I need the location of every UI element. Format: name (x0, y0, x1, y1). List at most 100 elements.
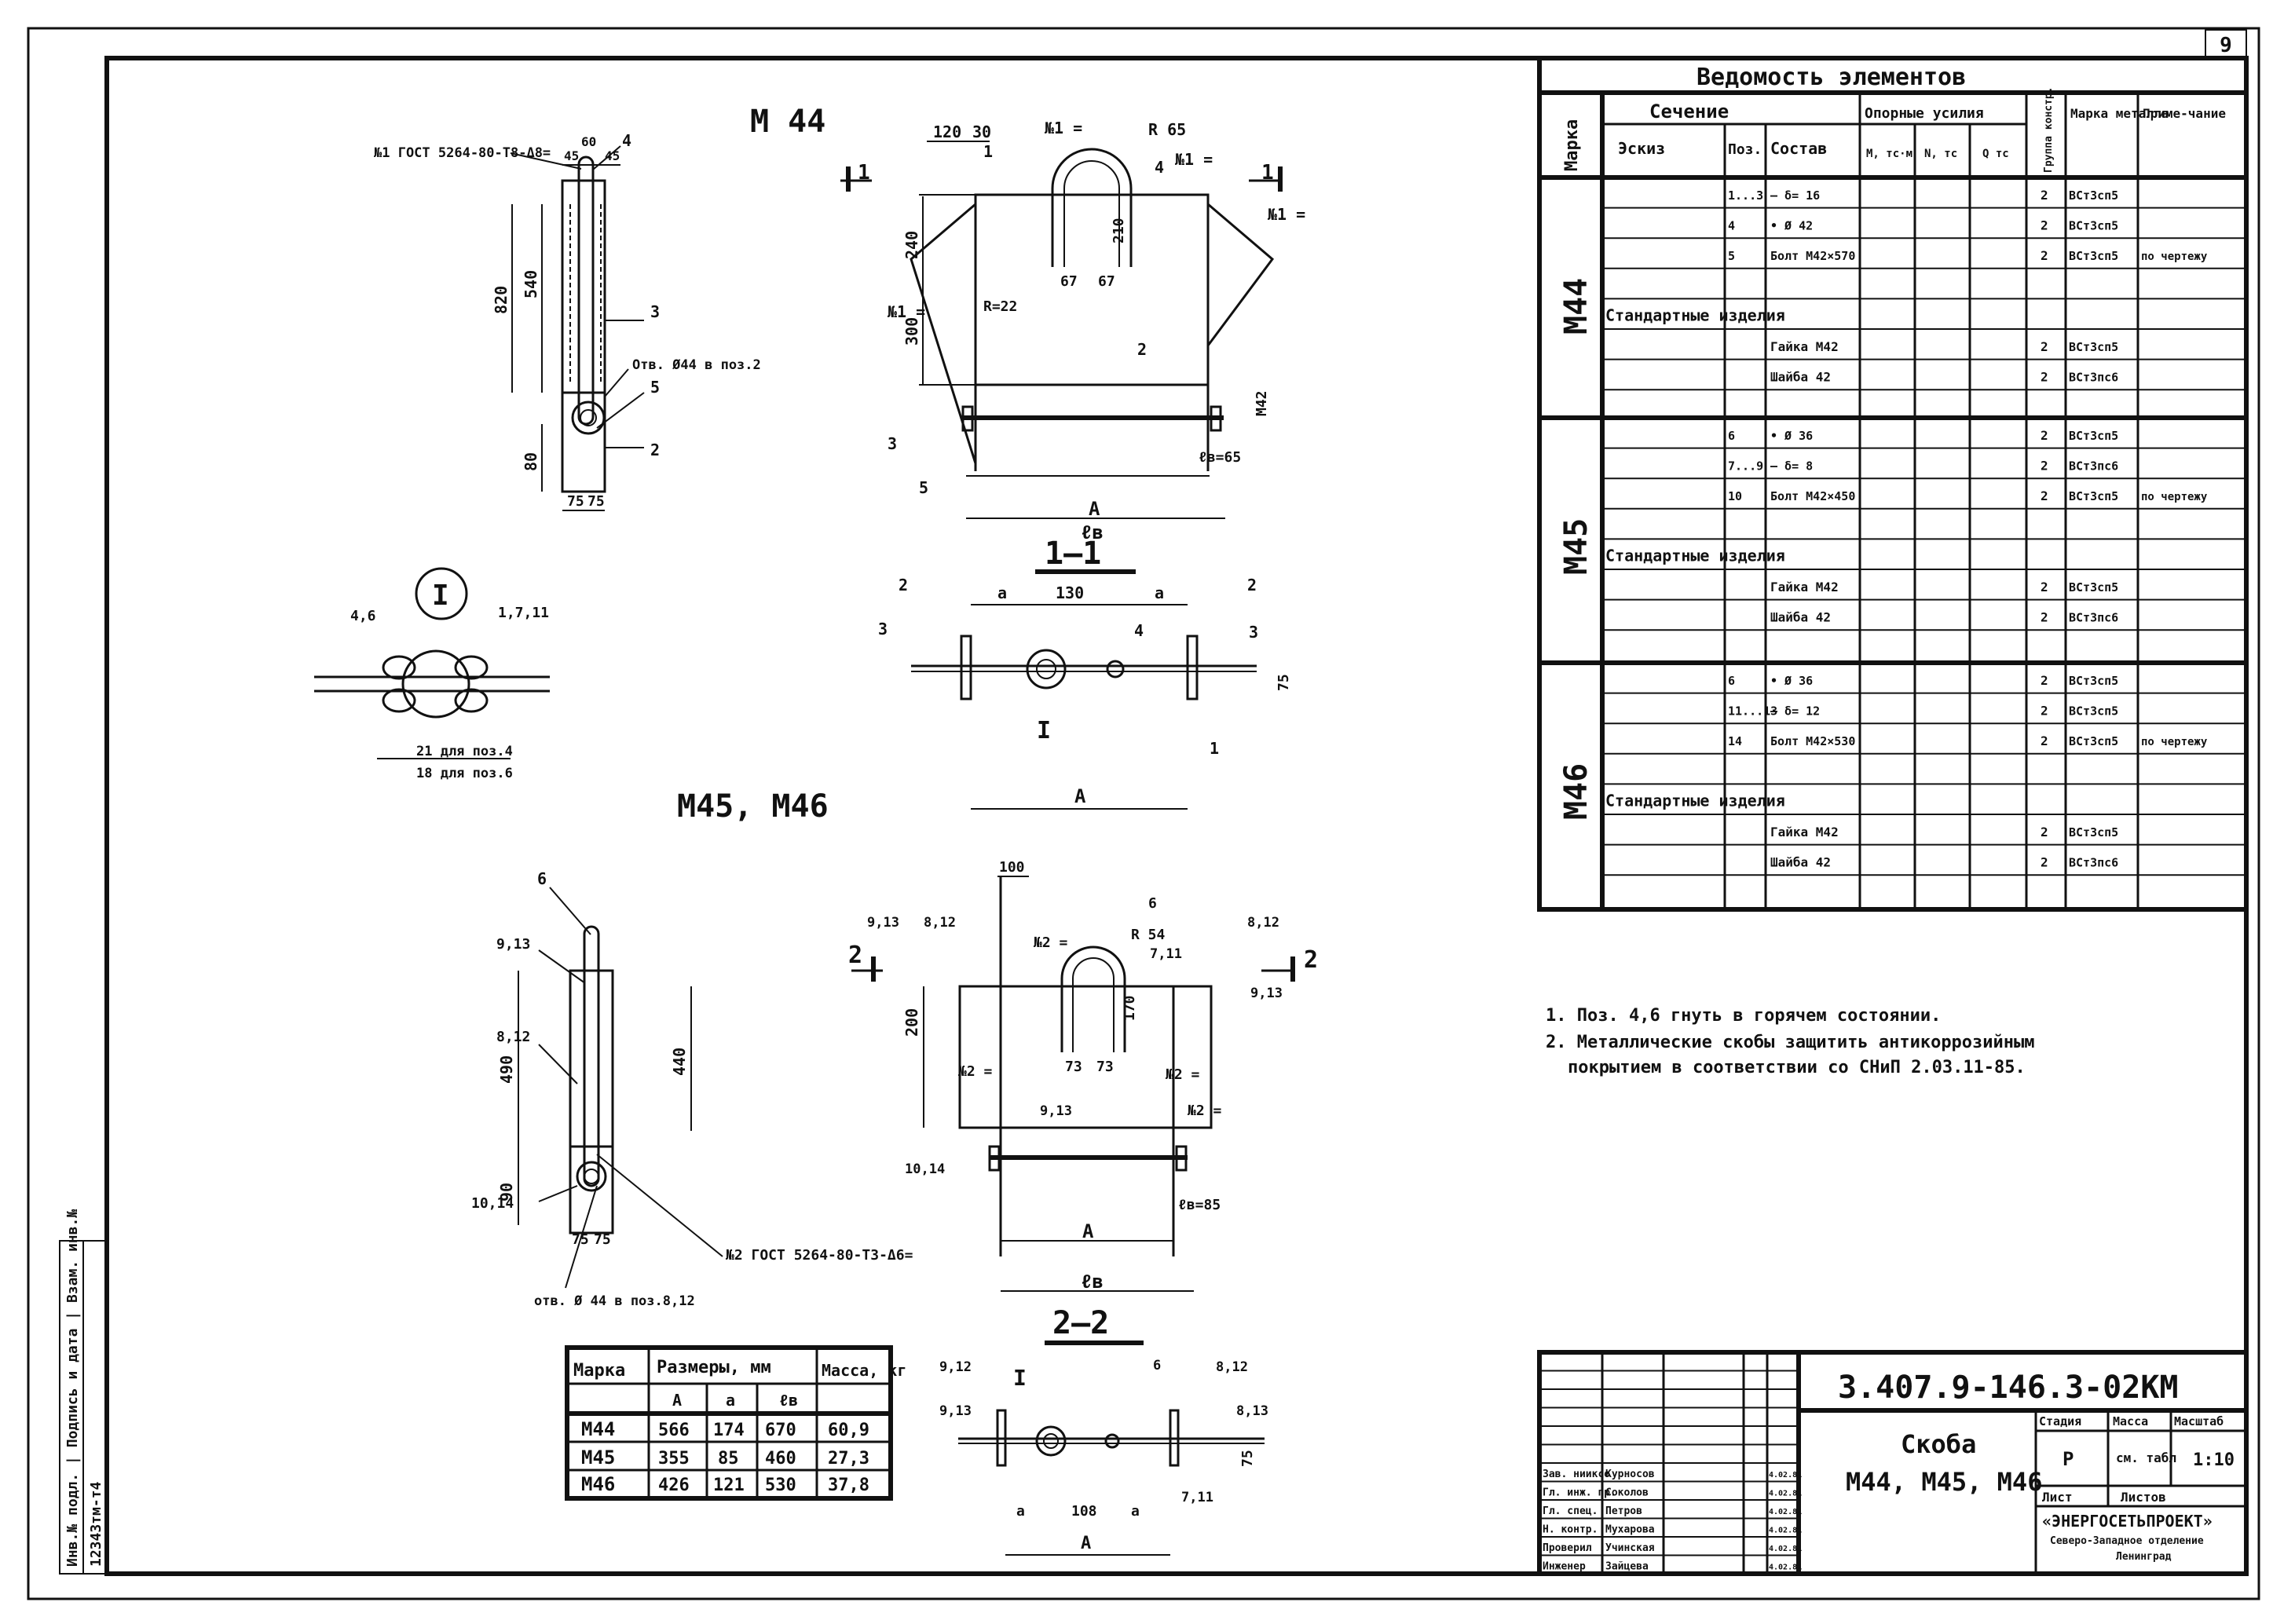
m44-u-rod (1051, 148, 1133, 267)
svg-text:18 для поз.6: 18 для поз.6 (416, 766, 513, 781)
dim-table-row-m46: М46 426 121 530 37,8 (581, 1473, 869, 1495)
svg-text:5: 5 (919, 478, 928, 497)
svg-text:см. табл: см. табл (2116, 1450, 2176, 1465)
svg-text:174: 174 (713, 1421, 745, 1440)
stamp-role: Н. контр. (1543, 1524, 1598, 1536)
svg-text:а: а (1131, 1503, 1140, 1520)
svg-text:1,7,11: 1,7,11 (498, 605, 549, 621)
svg-text:Северо-Западное отделение: Северо-Западное отделение (2050, 1535, 2204, 1547)
spec-cell: 2 (2041, 673, 2048, 688)
svg-text:170: 170 (1122, 995, 1138, 1021)
svg-text:2: 2 (1304, 946, 1318, 974)
svg-text:4: 4 (622, 131, 631, 150)
stamp-role: Зав. нииксо (1543, 1469, 1610, 1480)
stamp-role: Проверил (1543, 1542, 1592, 1554)
spec-cell: 2 (2041, 580, 2048, 594)
svg-text:6: 6 (1148, 895, 1157, 912)
svg-text:I: I (1013, 1365, 1027, 1391)
svg-text:Марка: Марка (1562, 119, 1582, 171)
svg-text:1:10: 1:10 (2193, 1450, 2235, 1470)
svg-text:R=22: R=22 (983, 298, 1017, 315)
dimension-table: Марка Размеры, мм Масса, кг А а ℓв М44 5… (565, 1345, 906, 1501)
spec-cell: Шайба 42 (1770, 855, 1831, 870)
spec-cell: Шайба 42 (1770, 610, 1831, 625)
stamp-person: Петров (1605, 1505, 1642, 1517)
svg-text:3: 3 (878, 620, 888, 638)
stamp-date: 4.02.81 (1769, 1564, 1802, 1572)
svg-text:Масса: Масса (2113, 1414, 2148, 1428)
spec-cell: • Ø 36 (1770, 674, 1813, 688)
spec-cell: по чертежу (2141, 491, 2208, 503)
drawing-code: 3.407.9-146.3-02КМ (1838, 1370, 2178, 1406)
spec-cell: Гайка М42 (1770, 825, 1839, 839)
spec-cell: 2 (2041, 825, 2048, 839)
spec-mark-м45: М45 (1558, 518, 1594, 575)
m45-front-view: М45, М46 490 440 90 75 75 6 9,13 8,12 10… (471, 788, 913, 1309)
stamp-date: 4.02.81 (1769, 1490, 1802, 1498)
hole-callout-m45: отв. Ø 44 в поз.8,12 (534, 1293, 695, 1309)
spec-cell: — δ= 8 (1770, 459, 1813, 474)
svg-text:566: 566 (658, 1421, 690, 1440)
svg-text:8,12: 8,12 (924, 915, 956, 931)
svg-text:7,11: 7,11 (1150, 946, 1182, 962)
m44-front-view: М 44 820 540 80 75 75 45 60 45 4 3 5 2 №… (374, 104, 825, 511)
svg-text:73: 73 (1065, 1059, 1082, 1075)
svg-text:а: а (997, 583, 1007, 602)
svg-text:300: 300 (902, 317, 921, 346)
spec-cell: Болт М42×570 (1770, 249, 1855, 263)
dim-table-row-m45: М45 355 85 460 27,3 (581, 1447, 869, 1469)
spec-cell: 2 (2041, 188, 2048, 203)
svg-text:4: 4 (1134, 621, 1144, 640)
svg-text:№2 =: №2 = (958, 1063, 993, 1080)
spec-cell: 2 (2041, 733, 2048, 748)
spec-cell: ВСт3сп5 (2069, 489, 2118, 503)
spec-cell: ВСт3сп5 (2069, 825, 2118, 839)
svg-text:60: 60 (581, 134, 596, 149)
svg-text:75: 75 (587, 493, 605, 510)
section-2-2: 2—2 А а 108 а 75 I 9,12 9,13 6 8,12 8,13… (939, 1305, 1268, 1556)
svg-text:4,6: 4,6 (350, 608, 376, 624)
svg-text:460: 460 (765, 1449, 796, 1469)
stamp-role: Гл. спец. (1543, 1505, 1598, 1517)
spec-title: Ведомость элементов (1697, 64, 1966, 91)
spec-cell: 2 (2041, 339, 2048, 354)
svg-text:67: 67 (1060, 273, 1078, 290)
spec-cell: по чертежу (2141, 251, 2208, 263)
svg-text:75: 75 (567, 493, 584, 510)
svg-text:130: 130 (1056, 583, 1084, 602)
svg-text:I: I (1037, 717, 1051, 744)
spec-cell: по чертежу (2141, 736, 2208, 748)
drawing-title-1: Скоба (1901, 1429, 1976, 1459)
spec-cell: — δ= 12 (1770, 704, 1820, 719)
stamp-date: 4.02.81 (1769, 1527, 1802, 1535)
svg-text:85: 85 (718, 1449, 739, 1469)
drawing-title-2: М44, М45, М46 (1846, 1467, 2042, 1497)
svg-text:ℓв: ℓв (779, 1391, 798, 1410)
svg-text:а: а (726, 1391, 735, 1410)
svg-text:75: 75 (1239, 1450, 1256, 1467)
spec-cell: ВСт3сп5 (2069, 580, 2118, 594)
svg-text:9,12: 9,12 (939, 1359, 972, 1375)
svg-text:2: 2 (650, 441, 660, 459)
spec-cell: 1...3 (1728, 188, 1763, 203)
svg-text:27,3: 27,3 (828, 1449, 869, 1469)
svg-text:ℓв=65: ℓв=65 (1199, 449, 1241, 466)
title-section-2-2: 2—2 (1052, 1305, 1109, 1341)
spec-cell: — δ= 16 (1770, 188, 1820, 203)
svg-text:1: 1 (858, 161, 870, 185)
svg-text:210: 210 (1111, 218, 1127, 243)
svg-text:8,12: 8,12 (1247, 915, 1279, 931)
svg-text:37,8: 37,8 (828, 1476, 869, 1495)
svg-text:9,13: 9,13 (867, 915, 899, 931)
svg-text:9,13: 9,13 (939, 1403, 972, 1419)
svg-text:№1 =: №1 = (1174, 150, 1213, 169)
detail-i: I 4,6 1,7,11 21 для поз.4 18 для поз.6 (314, 567, 550, 781)
svg-text:2: 2 (899, 576, 908, 594)
svg-text:М45: М45 (581, 1447, 615, 1469)
title-section-1-1: 1—1 (1045, 536, 1101, 572)
svg-text:10,14: 10,14 (905, 1161, 945, 1177)
svg-text:67: 67 (1098, 273, 1115, 290)
spec-std-header: Стандартные изделия (1605, 546, 1785, 565)
stamp-role: Инженер (1543, 1561, 1586, 1573)
